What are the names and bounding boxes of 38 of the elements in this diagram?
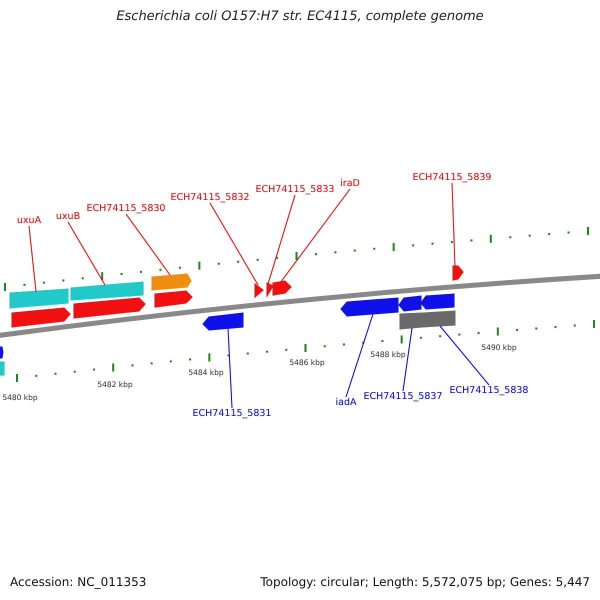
gene-feature (422, 310, 456, 328)
gene-label: ECH74115_5832 (170, 192, 250, 203)
gene-feature (154, 290, 193, 308)
gene-feature (254, 283, 264, 298)
gene-feature (452, 266, 464, 281)
leader-line (210, 202, 258, 286)
gene-label: iraD (340, 178, 360, 189)
footer-text: Accession: NC_011353 (10, 575, 146, 589)
leader-line (68, 222, 106, 286)
leader-line (452, 182, 456, 268)
leader-line (346, 314, 374, 398)
leader-line (402, 328, 412, 392)
gene-label: ECH74115_5831 (192, 408, 272, 419)
leader-line (126, 214, 170, 276)
leader-line (280, 188, 350, 284)
gene-label: uxuA (16, 215, 42, 226)
gene-label: ECH74115_5837 (364, 391, 442, 402)
gene-feature (398, 295, 422, 312)
gene-feature (0, 362, 4, 376)
gene-feature (0, 346, 4, 358)
gene-feature (202, 312, 244, 331)
gene-label: ECH74115_5833 (256, 184, 334, 195)
footer-text: Topology: circular; Length: 5,572,075 bp; Genes: 5,447 (260, 575, 590, 589)
gene-feature (10, 288, 68, 309)
chart-title: Escherichia coli O157:H7 str. EC4115, complete genome (115, 9, 485, 24)
gene-feature (152, 273, 192, 291)
gene-label: ECH74115_5830 (86, 203, 166, 214)
gene-label: ECH74115_5839 (412, 172, 492, 183)
gene-label: uxuB (56, 211, 80, 222)
gene-feature (70, 281, 144, 301)
gene-feature (74, 297, 146, 319)
leader-line (228, 328, 232, 408)
gene-feature (420, 293, 454, 310)
gene-feature (400, 312, 422, 330)
gene-feature (12, 307, 71, 328)
gene-label: ECH74115_5838 (450, 385, 528, 396)
leader-line (268, 194, 296, 284)
gene-label: iadA (336, 397, 356, 408)
